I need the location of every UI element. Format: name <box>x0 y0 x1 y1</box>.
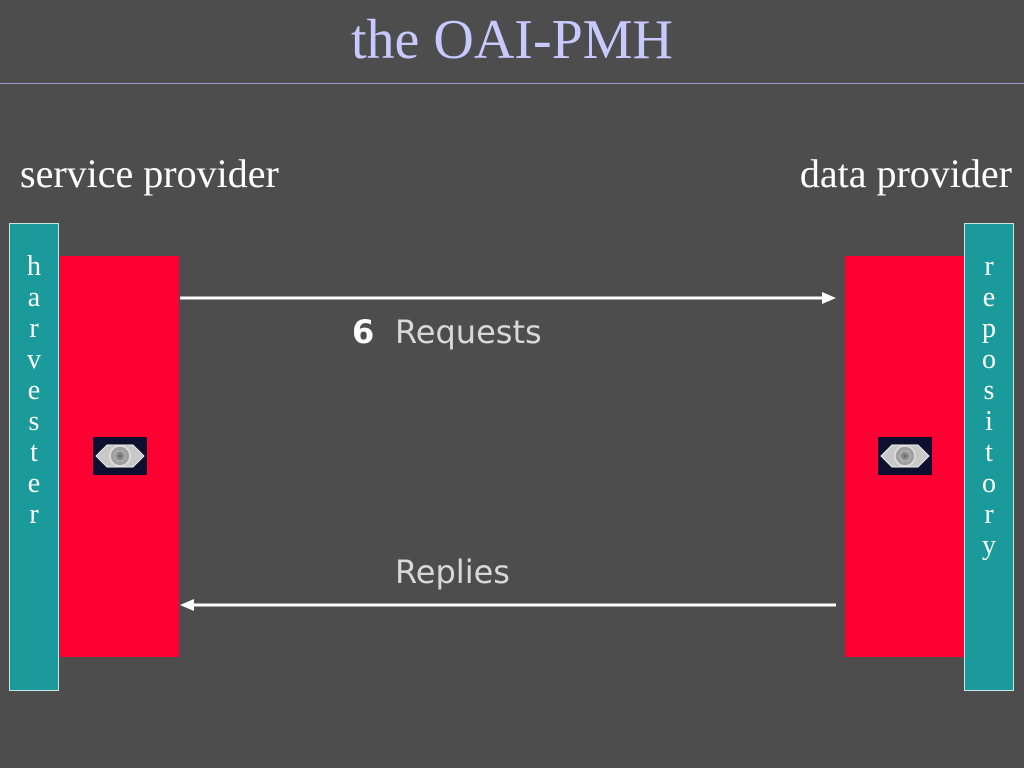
repository-letter: r <box>984 251 994 282</box>
data-provider-label: data provider <box>799 151 1012 196</box>
harvester-bar: h a r v e s t e r <box>9 223 59 691</box>
repository-letter: t <box>985 437 993 468</box>
repository-letter: y <box>982 530 996 561</box>
harvester-letter: r <box>29 313 39 344</box>
requests-count: 6 <box>352 313 375 351</box>
requests-label: Requests <box>395 313 542 351</box>
harvester-letter: a <box>27 282 41 313</box>
repository-letter: p <box>982 313 996 344</box>
repository-letter: e <box>982 282 996 313</box>
harvester-letter: t <box>30 437 38 468</box>
harvester-letter: h <box>27 251 41 282</box>
service-provider-label: service provider <box>20 151 279 196</box>
repository-letter: o <box>982 344 996 375</box>
harvester-letter: e <box>27 375 41 406</box>
repository-letter: i <box>985 406 993 437</box>
repository-letter: s <box>983 375 995 406</box>
server-icon <box>878 437 932 475</box>
reply-arrow <box>180 599 836 611</box>
harvester-letter: s <box>28 406 40 437</box>
slide-title: the OAI-PMH <box>351 9 673 71</box>
harvester-letter: r <box>29 499 39 530</box>
repository-letter: r <box>984 499 994 530</box>
server-icon <box>93 437 147 475</box>
harvester-letter: e <box>27 468 41 499</box>
request-arrow <box>180 292 836 304</box>
repository-letter: o <box>982 468 996 499</box>
repository-bar: r e p o s i t o r y <box>964 223 1014 691</box>
harvester-letter: v <box>27 344 41 375</box>
replies-label: Replies <box>395 553 510 591</box>
title-divider <box>0 83 1024 84</box>
